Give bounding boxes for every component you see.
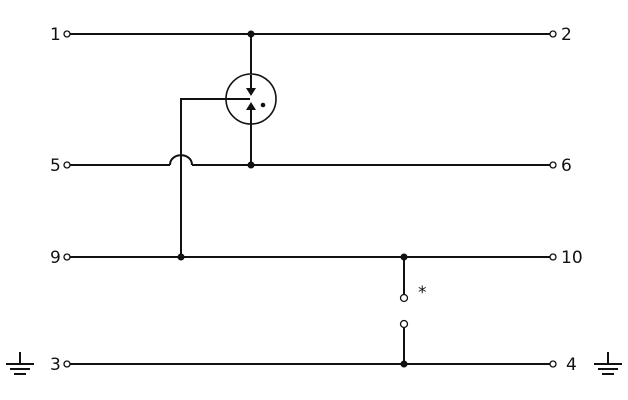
terminal-10-circle [549,253,557,261]
line-9-10: 9 10 [50,248,583,268]
terminal-4-circle [549,360,557,368]
link-lower-terminal [399,319,409,329]
terminal-1-label: 1 [50,25,61,45]
terminal-3-label: 3 [50,355,61,375]
arrester-gas-dot [260,102,266,108]
optional-ground-link: * [399,257,427,364]
arrester-ground-lead [180,98,232,257]
link-upper-terminal [399,293,409,303]
terminal-6-circle [549,161,557,169]
terminal-10-label: 10 [561,248,583,268]
line-3-4: 3 4 [50,355,577,375]
terminal-1-circle [63,30,71,38]
line-1-2: 1 2 [50,25,572,45]
terminal-3-circle [63,360,71,368]
terminal-4-label: 4 [566,355,577,375]
ground-icon [594,352,622,375]
switch-note-marker: * [418,283,427,303]
junction-dot [247,161,255,169]
arrester-lower-arrow [246,102,256,110]
terminal-9-circle [63,253,71,261]
arrester-upper-arrow [246,88,256,96]
terminal-5-label: 5 [50,156,61,176]
terminal-2-label: 2 [561,25,572,45]
line-5-6: 5 6 [50,154,572,176]
junction-dot [247,30,255,38]
terminal-6-label: 6 [561,156,572,176]
terminal-9-label: 9 [50,248,61,268]
ground-icon [6,352,34,375]
gas-discharge-tube-icon [225,34,277,165]
terminal-2-circle [549,30,557,38]
junction-dot [177,253,185,261]
terminal-5-circle [63,161,71,169]
